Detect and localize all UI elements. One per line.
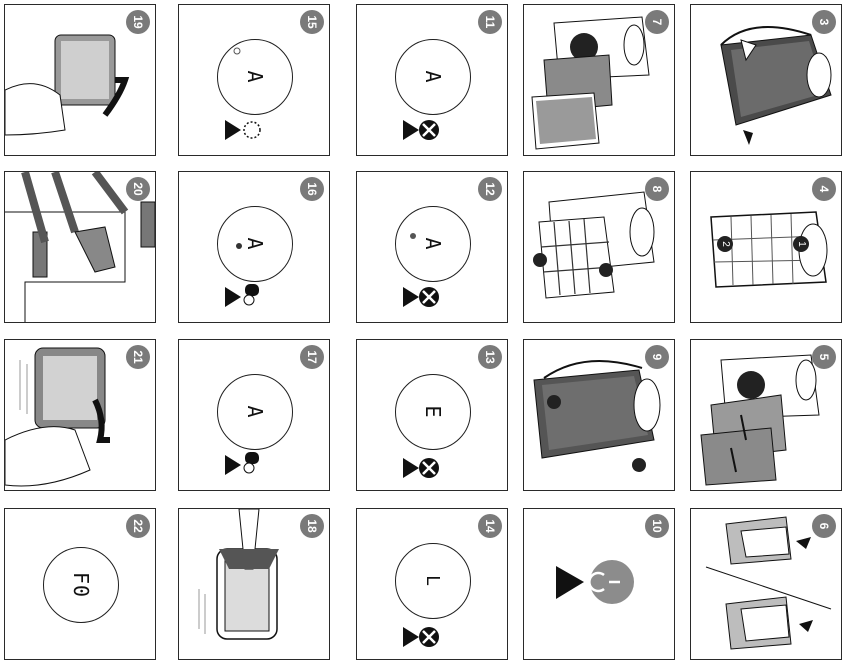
filter-reset-button-icon (179, 340, 330, 491)
step-12-panel: 12 A (356, 171, 508, 323)
remove-packaging-illustration (691, 509, 842, 660)
step-17-panel: 17 A (178, 339, 330, 491)
step-16-panel: 16 A (178, 171, 330, 323)
callout-one: 1 (794, 236, 810, 252)
remove-filters-illustration (691, 340, 842, 491)
remove-prefilter-illustration (691, 5, 842, 156)
step-14-panel: 14 L (356, 508, 508, 660)
close-prefilter-illustration (524, 340, 675, 491)
replace-cover-illustration (5, 340, 156, 491)
sensor-cover-illustration (5, 5, 156, 156)
step-7-panel: 7 (523, 4, 675, 156)
timer-button-icon (179, 5, 330, 156)
step-10-panel: 10 (523, 508, 675, 660)
dial-display: F0 (44, 548, 118, 622)
step-22-panel: 22 F0 (4, 508, 156, 660)
control-dial: F0 (43, 547, 119, 623)
step-4-panel: 4 1 2 (690, 171, 842, 323)
step-15-panel: 15 A (178, 4, 330, 156)
callout-two: 2 (718, 236, 734, 252)
step-number-badge: 22 (126, 514, 150, 538)
insert-filter-illustration (524, 172, 675, 323)
filter-reset-button-icon (179, 172, 330, 323)
sensor-cleaning-illustration (5, 172, 156, 323)
fan-button-icon (357, 172, 508, 323)
step-21-panel: 21 (4, 339, 156, 491)
step-3-panel: 3 (690, 4, 842, 156)
step-11-panel: 11 A (356, 4, 508, 156)
power-icon (524, 509, 675, 660)
step-20-panel: 20 (4, 171, 156, 323)
fan-button-icon (357, 5, 508, 156)
step-6-panel: 6 (690, 508, 842, 660)
step-5-panel: 5 (690, 339, 842, 491)
fan-button-icon (357, 509, 508, 660)
fan-button-icon (357, 340, 508, 491)
unclip-filter-illustration (691, 172, 842, 323)
brush-clean-illustration (179, 509, 330, 660)
step-9-panel: 9 (523, 339, 675, 491)
filters-out-illustration (524, 5, 675, 156)
step-13-panel: 13 E (356, 339, 508, 491)
step-8-panel: 8 (523, 171, 675, 323)
step-18-panel: 18 (178, 508, 330, 660)
step-19-panel: 19 (4, 4, 156, 156)
